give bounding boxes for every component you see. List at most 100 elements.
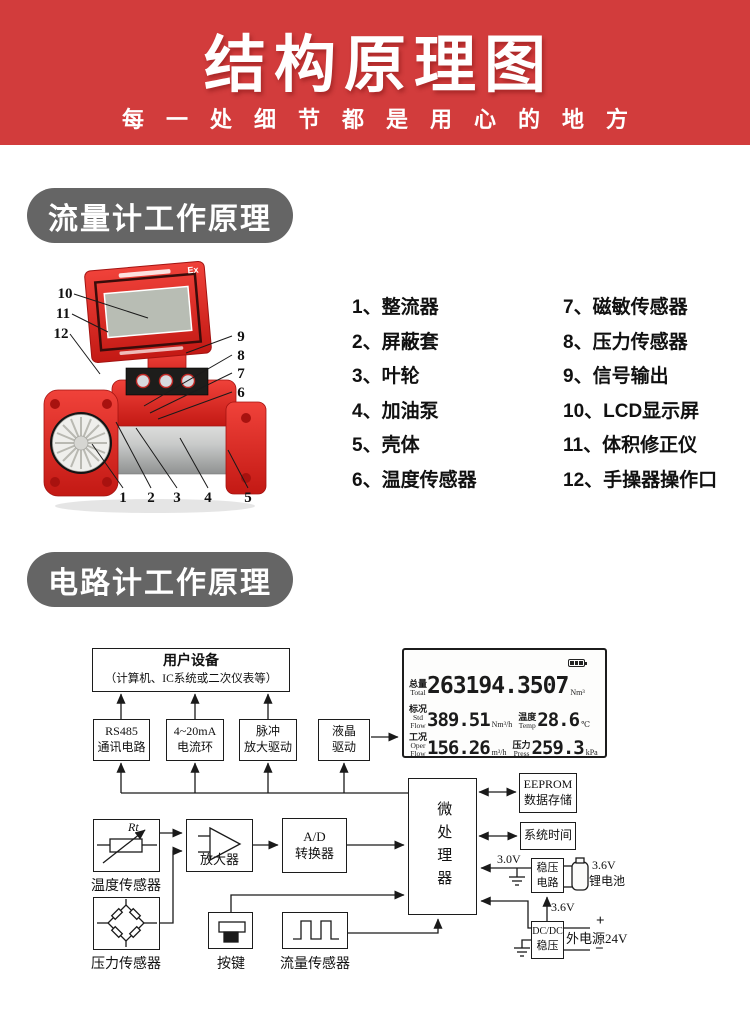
box-pulse-driver: 脉冲 放大驱动 — [239, 719, 297, 761]
part-item-8: 8、压力传感器 — [563, 332, 688, 353]
lcd-std-label-en2: Flow — [410, 720, 426, 730]
part-item-6: 6、温度传感器 — [352, 470, 477, 491]
callout-4: 4 — [204, 490, 212, 506]
callout-2: 2 — [147, 490, 155, 506]
lcd-temp-label-cn: 温度 — [518, 711, 537, 722]
part-item-7: 7、磁敏传感器 — [563, 297, 688, 318]
lcd-press-value: 259.3 — [531, 737, 585, 759]
box-dcdc: DC/DC 稳压 — [531, 921, 564, 959]
part-item-12: 12、手操器操作口 — [563, 470, 718, 491]
top-banner: 结构原理图 每一处细节都是用心的地方 — [0, 0, 750, 145]
battery-name-label: 锂电池 — [589, 874, 626, 888]
ex-mark: Ex — [187, 264, 199, 275]
meter-right-flange — [225, 401, 267, 495]
lcd-std-value: 389.51 — [427, 709, 491, 731]
circuit-diagram: 用户设备 （计算机、IC系统或二次仪表等） RS485 通讯电路 4~20mA … — [0, 630, 750, 1022]
callout-lines — [69, 293, 249, 489]
callout-10: 10 — [58, 286, 73, 302]
flow-sensor-caption: 流量传感器 — [280, 957, 350, 972]
callout-3: 3 — [173, 490, 181, 506]
lcd-std-unit: Nm³/h — [491, 720, 513, 729]
box-mcu: 微处理器 — [408, 778, 477, 915]
box-regulator: 稳压 电路 — [531, 858, 564, 893]
lcd-oper-unit: m³/h — [491, 748, 507, 757]
rt-label: Rt — [128, 820, 139, 834]
voltage-3v0-label: 3.0V — [497, 852, 521, 866]
eeprom-line2: 数据存储 — [523, 793, 572, 807]
part-item-1: 1、整流器 — [352, 297, 439, 318]
lcd-press-unit: kPa — [585, 748, 598, 757]
dcdc-line2: 稳压 — [536, 940, 559, 953]
lcd-temp-value: 28.6 — [537, 709, 580, 731]
rs485-line2: 通讯电路 — [97, 740, 146, 754]
meter-left-flange — [43, 389, 119, 497]
regulator-line1: 稳压 — [536, 862, 559, 875]
pressure-sensor-caption: 压力传感器 — [91, 957, 161, 972]
box-flow-sensor — [282, 912, 348, 949]
ad-line1: A/D — [303, 828, 326, 844]
lcd-oper-label-en1: Oper — [410, 741, 426, 750]
loop-line2: 电流环 — [176, 740, 213, 754]
lcd-std-label-en1: Std — [413, 713, 424, 722]
box-temp-sensor — [93, 819, 160, 872]
meter-display-head: Ex — [84, 260, 212, 364]
callout-9: 9 — [237, 329, 245, 345]
box-rs485: RS485 通讯电路 — [93, 719, 150, 761]
lcd-oper-label-cn: 工况 — [409, 732, 428, 742]
part-item-11: 11、体积修正仪 — [563, 435, 698, 456]
regulator-line2: 电路 — [536, 876, 559, 889]
lcd-drive-line2: 驱动 — [331, 740, 356, 754]
part-item-4: 4、加油泵 — [352, 401, 439, 422]
box-amplifier: 放大器 — [186, 819, 253, 872]
lcd-press-label-en: Press — [513, 748, 530, 758]
part-item-10: 10、LCD显示屏 — [563, 401, 700, 422]
temp-sensor-caption: 温度传感器 — [91, 879, 161, 894]
lcd-oper-value: 156.26 — [427, 737, 491, 759]
amplifier-label: 放大器 — [199, 852, 239, 868]
part-item-3: 3、叶轮 — [352, 366, 420, 387]
callout-12: 12 — [54, 326, 69, 342]
plus-sign: + — [596, 913, 605, 929]
box-ad-converter: A/D 转换器 — [282, 818, 347, 873]
lcd-total-value: 263194.3507 — [427, 673, 569, 699]
figure-shadow — [55, 499, 255, 513]
box-user-device: 用户设备 （计算机、IC系统或二次仪表等） — [92, 648, 290, 692]
lcd-readout: 总量 Total 263194.3507 Nm³ 标况 Std Flow 389… — [402, 648, 607, 758]
head-lcd-screen — [103, 285, 193, 339]
box-lcd-driver: 液晶 驱动 — [318, 719, 370, 761]
user-device-line1: 用户设备 — [163, 654, 219, 670]
eeprom-line1: EEPROM — [523, 777, 573, 792]
battery-voltage-label: 3.6V — [592, 858, 616, 872]
lcd-oper-label-en2: Flow — [410, 748, 426, 758]
page-title: 结构原理图 — [203, 31, 554, 100]
rs485-line1: RS485 — [105, 724, 138, 739]
loop-line1: 4~20mA — [173, 724, 217, 739]
lcd-total-label-cn: 总量 — [409, 678, 428, 689]
callout-5: 5 — [244, 490, 252, 506]
battery-icon — [568, 659, 587, 667]
lcd-drive-line1: 液晶 — [331, 724, 356, 739]
callout-11: 11 — [56, 306, 70, 322]
lcd-total-unit: Nm³ — [570, 688, 585, 697]
callout-8: 8 — [237, 348, 245, 364]
part-item-9: 9、信号输出 — [563, 366, 669, 387]
flowmeter-product-image: Ex 10 11 12 9 8 7 6 1 2 3 4 5 — [43, 260, 267, 513]
lcd-total-label-en: Total — [410, 687, 426, 697]
box-pressure-sensor — [93, 897, 160, 950]
box-key — [208, 912, 253, 949]
callout-6: 6 — [237, 385, 245, 401]
mcu-label: 微处理器 — [435, 800, 452, 893]
system-time-label: 系统时间 — [523, 828, 572, 843]
circuit-wires — [97, 693, 590, 957]
lcd-temp-unit: ℃ — [581, 720, 591, 729]
dcdc-line1: DC/DC — [532, 926, 563, 938]
part-item-5: 5、壳体 — [352, 435, 420, 456]
lcd-std-label-cn: 标况 — [409, 704, 428, 714]
pulse-line1: 脉冲 — [255, 724, 280, 739]
lcd-temp-label-en: Temp — [518, 720, 536, 730]
lcd-press-label-cn: 压力 — [512, 739, 531, 750]
box-system-time: 系统时间 — [520, 822, 576, 850]
box-eeprom: EEPROM 数据存储 — [519, 773, 577, 813]
callout-1: 1 — [119, 490, 127, 506]
